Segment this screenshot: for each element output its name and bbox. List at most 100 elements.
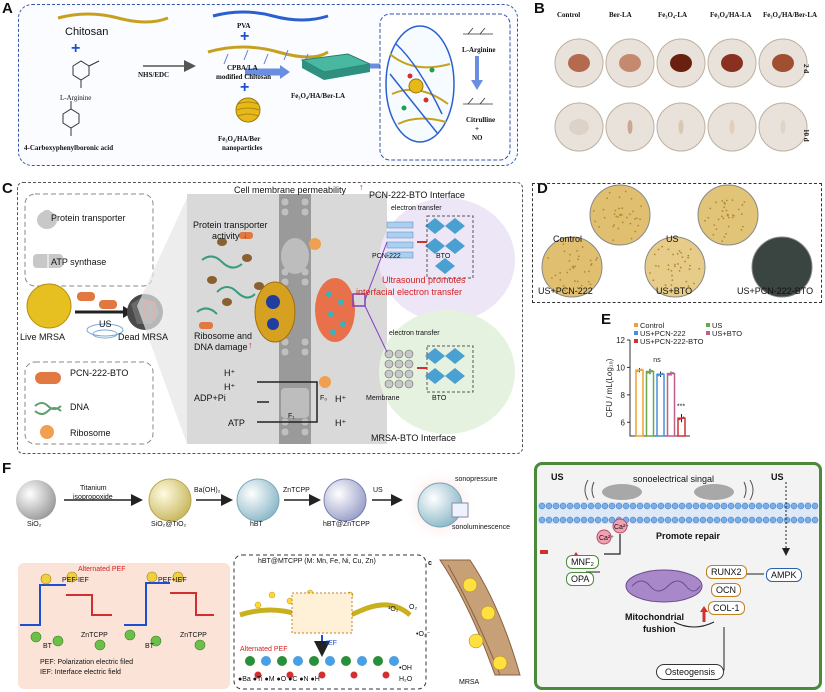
colony [596,257,598,259]
colony [590,283,592,285]
data-point [636,370,638,372]
lipid-head [749,517,755,523]
colony [590,260,592,262]
wound-spot [772,54,794,72]
label-ief-definition: IEF: Interface electric field [40,669,121,676]
box-ampk: AMPK [766,568,802,582]
row-label: 2 d [802,64,810,73]
dish-label: US+PCN-222 [538,286,593,296]
colony [569,260,571,262]
label-h2o: H₂O [399,676,412,683]
arrow-up-icon: ↑ [359,182,364,192]
colony [689,268,691,270]
lipid-head [679,503,685,509]
colony [634,231,636,233]
wound-photo-grid [550,18,808,168]
colony [707,217,709,219]
colony [625,191,627,193]
label-promote-repair: Promote repair [656,531,720,541]
wound-spot [730,120,735,134]
label-pcn-interface: PCN-222-BTO Interface [369,190,465,200]
label-electron-transfer-2: electron transfer [389,330,440,337]
plus-icon: + [240,79,249,97]
colony [722,217,724,219]
colony [606,197,608,199]
label-atp: ATP [228,418,245,428]
colony [722,210,724,212]
colony [677,263,679,265]
colony [577,259,579,261]
dish-label: US+PCN-222-BTO [737,286,813,296]
colony [723,236,725,238]
colony [661,246,663,248]
lipid-head [539,503,545,509]
label-zntcpp-top: ZnTCPP [283,487,310,494]
lipid-head [686,503,692,509]
label-ca-2: Ca²⁺ [599,534,614,542]
label-chitosan: Chitosan [65,26,108,38]
lipid-head [784,503,790,509]
label-bto-2: BTO [432,395,446,402]
label-mrsa-interface: MRSA-BTO Interface [371,433,456,443]
label-f0: F₀ [320,395,327,402]
colony [704,220,706,222]
lipid-head [609,503,615,509]
colony [658,265,660,267]
lipid-head [581,517,587,523]
label-f1: F₁ [288,413,295,420]
label-sio2: SiO₂ [27,521,41,528]
lipid-head [770,517,776,523]
column-header: Fe₃O₄/HA/Ber-LA [763,11,817,19]
colony [621,207,623,209]
lipid-head [644,503,650,509]
colony [547,257,549,259]
data-point [668,374,670,376]
colony [674,264,676,266]
lipid-head [693,517,699,523]
wound-spot [721,54,743,72]
data-point [640,368,642,370]
column-header: Ber-LA [609,11,632,19]
legend-label: US+PCN-222-BTO [640,337,704,346]
colony [741,213,743,215]
colony [621,214,623,216]
lipid-head [546,517,552,523]
colony [615,215,617,217]
label-ief: IEF [326,640,337,647]
label-us-promotes-1: Ultrasound promotes [382,275,466,285]
legend-marker [706,331,710,335]
lipid-head [630,517,636,523]
label-h-plus-2: H⁺ [224,368,235,379]
colony [617,216,619,218]
colony [594,220,596,222]
bar [647,372,654,436]
legend-pcn-222-bto: PCN-222-BTO [70,368,128,378]
lipid-head [679,517,685,523]
lipid-head [637,503,643,509]
y-tick-label: 10 [616,363,625,372]
lipid-head [798,517,804,523]
colony [723,206,725,208]
colony [725,233,727,235]
lipid-head [567,517,573,523]
label-hbt-mtcpp: hBT@MTCPP (M: Mn, Fe, Ni, Cu, Zn) [258,558,376,565]
plus-icon: + [240,28,249,46]
colony [723,202,725,204]
label-us-f: US [373,487,383,494]
colony [574,280,576,282]
lipid-head [567,503,573,509]
colony [559,279,561,281]
lipid-head [651,503,657,509]
dish-label: Control [553,234,582,244]
lipid-head [658,517,664,523]
label-ribosome-dna-2: DNA damage [194,342,248,352]
cfu-bar-chart: 681012CFU / mL(Log₁₀)ns***ControlUSUS+PC… [600,316,825,446]
lipid-head [805,517,811,523]
lipid-head [686,517,692,523]
label-sonoelectrical-signal: sonoelectrical singal [633,474,714,484]
colony [726,200,728,202]
label-hydrogel: Fe₃O₄/HA/Ber-LA [291,92,345,100]
colony [572,265,574,267]
data-point [657,374,659,376]
colony [619,214,621,216]
